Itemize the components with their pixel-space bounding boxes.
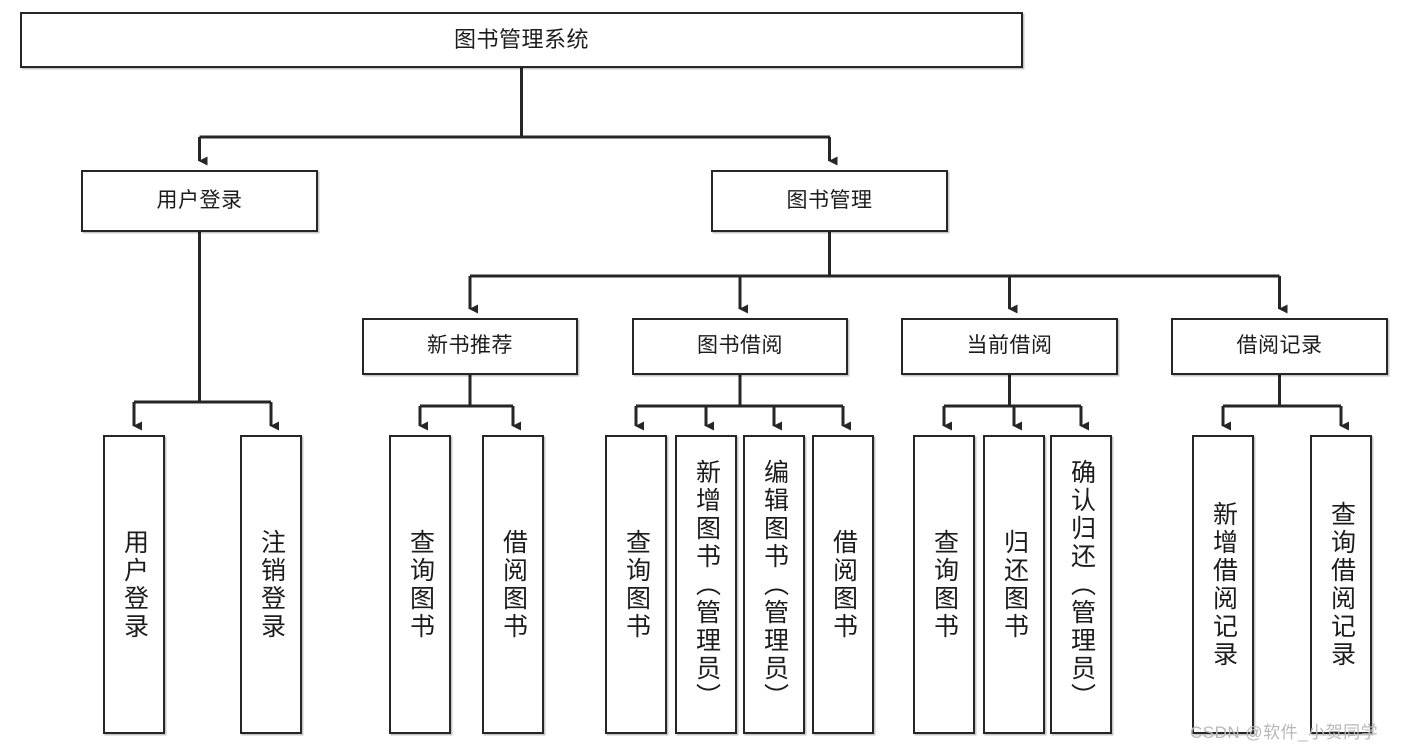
node-label: 借阅记录: [1236, 334, 1323, 358]
node-leaf-query-borrow-record[interactable]: 查询借阅记录: [1310, 435, 1372, 734]
node-label: 归还图书: [1000, 528, 1029, 641]
node-level3-borrowing-records[interactable]: 借阅记录: [1171, 318, 1388, 375]
node-label: 当前借阅: [966, 334, 1053, 358]
node-level3-book-borrowing[interactable]: 图书借阅: [632, 318, 848, 375]
node-label: 用户登录: [120, 528, 149, 641]
node-label: 图书管理: [786, 188, 873, 212]
csdn-watermark: CSDN @软件_小贺同学: [1190, 723, 1379, 742]
node-leaf-confirm-return-admin[interactable]: 确认归还（管理员）: [1050, 435, 1112, 734]
node-label: 查询图书: [406, 528, 435, 641]
node-level2-user-login[interactable]: 用户登录: [81, 170, 318, 232]
node-label: 查询图书: [622, 528, 651, 641]
node-label: 新增图书（管理员）: [692, 458, 721, 711]
node-leaf-user-login[interactable]: 用户登录: [103, 435, 165, 734]
node-leaf-query-book-recommend[interactable]: 查询图书: [389, 435, 451, 734]
node-leaf-query-book-borrow[interactable]: 查询图书: [605, 435, 667, 734]
node-level2-book-management[interactable]: 图书管理: [711, 170, 948, 232]
node-label: 借阅图书: [499, 528, 528, 641]
node-level3-new-book-recommendation[interactable]: 新书推荐: [362, 318, 578, 375]
node-label: 查询图书: [930, 528, 959, 641]
node-label: 编辑图书（管理员）: [760, 458, 789, 711]
node-leaf-borrow-book-recommend[interactable]: 借阅图书: [482, 435, 544, 734]
node-label: 新书推荐: [427, 334, 513, 358]
node-label: 图书管理系统: [453, 27, 589, 53]
node-label: 借阅图书: [829, 528, 858, 641]
node-label: 用户登录: [156, 188, 243, 212]
node-level3-current-borrowing[interactable]: 当前借阅: [901, 318, 1118, 375]
node-leaf-add-book-admin[interactable]: 新增图书（管理员）: [675, 435, 737, 734]
node-leaf-query-book-current[interactable]: 查询图书: [913, 435, 975, 734]
node-label: 注销登录: [257, 528, 286, 641]
node-label: 确认归还（管理员）: [1067, 458, 1096, 711]
node-leaf-edit-book-admin[interactable]: 编辑图书（管理员）: [743, 435, 805, 734]
node-leaf-return-book[interactable]: 归还图书: [983, 435, 1045, 734]
node-root[interactable]: 图书管理系统: [20, 12, 1023, 68]
node-label: 查询借阅记录: [1327, 500, 1356, 669]
node-leaf-logout[interactable]: 注销登录: [240, 435, 302, 734]
node-leaf-add-borrow-record[interactable]: 新增借阅记录: [1192, 435, 1254, 734]
node-leaf-borrow-book[interactable]: 借阅图书: [812, 435, 874, 734]
node-label: 图书借阅: [697, 334, 783, 358]
node-label: 新增借阅记录: [1209, 500, 1238, 669]
